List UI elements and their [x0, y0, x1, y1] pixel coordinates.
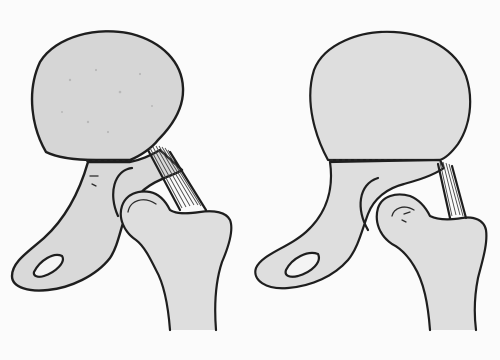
right-hip-panel [255, 32, 486, 330]
right-femur [377, 195, 487, 331]
left-femur [121, 192, 232, 330]
left-hip-panel [12, 31, 231, 330]
right-iliac-wing [310, 32, 470, 160]
left-iliac-wing [32, 31, 183, 160]
